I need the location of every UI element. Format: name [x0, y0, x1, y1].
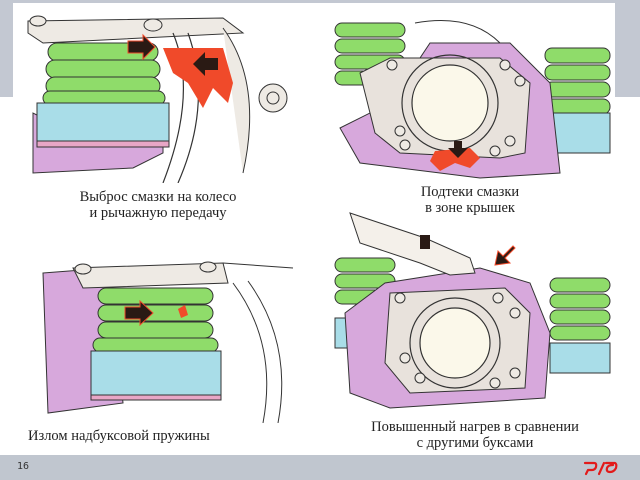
spring-grease-illustration	[27, 15, 288, 183]
fracture-mark	[178, 305, 188, 318]
grease-splash	[163, 48, 233, 108]
hand-check-illustration	[334, 212, 611, 409]
arrow-icon	[124, 299, 154, 327]
caption-overheating: Повышенный нагрев в сравнении с другими …	[340, 419, 610, 451]
slide-footer	[0, 455, 640, 480]
axlebox-cover-illustration	[334, 20, 611, 179]
panel-spring-fracture: Излом надбуксовой пружины	[13, 243, 313, 444]
grease-leak	[430, 148, 480, 171]
panel-cover-leaks: Подтеки смазки в зоне крышек	[330, 3, 615, 216]
arrow-icon	[448, 141, 468, 158]
caption-line: с другими буксами	[416, 435, 534, 451]
illustration-sheet: Выброс смазки на колесо и рычажную перед…	[13, 3, 615, 455]
caption-line: Излом надбуксовой пружины	[28, 428, 210, 444]
caption-grease-ejection: Выброс смазки на колесо и рычажную перед…	[28, 189, 288, 221]
caption-line: Повышенный нагрев в сравнении	[371, 419, 579, 435]
caption-line: Подтеки смазки	[420, 184, 520, 200]
rzd-logo-icon	[583, 461, 618, 476]
page-number: 16	[17, 461, 30, 472]
caption-line: в зоне крышек	[425, 200, 515, 216]
hand	[349, 212, 476, 276]
caption-cover-leaks: Подтеки смазки в зоне крышек	[360, 184, 580, 216]
caption-line: и рычажную передачу	[89, 205, 227, 221]
panel-overheating: Повышенный нагрев в сравнении с другими …	[330, 203, 615, 451]
arrow-icon	[494, 245, 516, 266]
broken-spring-illustration	[42, 261, 294, 423]
caption-line: Выброс смазки на колесо	[79, 189, 237, 205]
caption-spring-fracture: Излом надбуксовой пружины	[28, 428, 278, 444]
panel-grease-ejection: Выброс смазки на колесо и рычажную перед…	[13, 3, 313, 221]
arrow-icon	[193, 52, 218, 76]
arrow-icon	[127, 33, 156, 61]
